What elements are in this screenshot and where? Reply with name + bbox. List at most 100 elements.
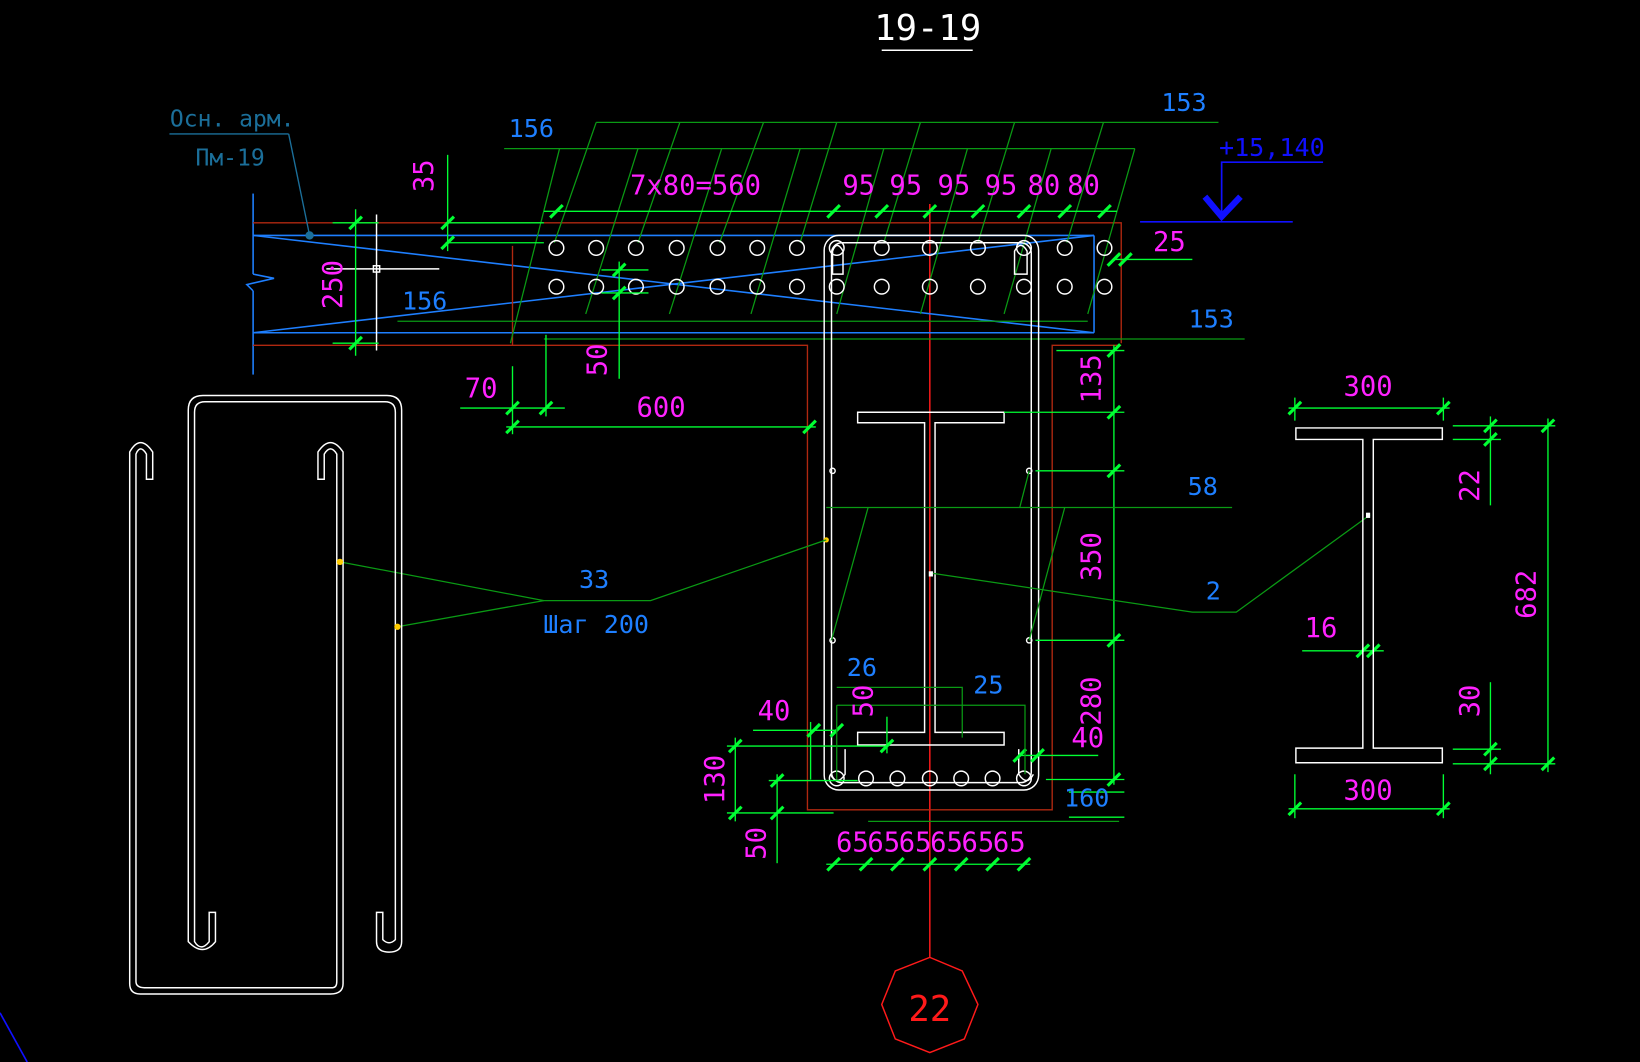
callout-25: 25	[973, 671, 1003, 700]
dimension-tick	[1106, 252, 1122, 267]
ibeam-dim-682: 682	[1511, 570, 1542, 619]
leader-slant	[1066, 122, 1105, 243]
leader-25	[836, 704, 1026, 775]
dimension-tick	[858, 856, 874, 872]
section-title: 19-19	[874, 8, 981, 51]
leader-slant	[585, 148, 639, 315]
dimension-tick	[970, 203, 986, 219]
rebar-bars	[548, 239, 1113, 295]
grid-axis: 22	[880, 204, 979, 1054]
dimension-tick	[1483, 741, 1498, 757]
dim-text-70: 70	[465, 374, 498, 405]
dimension-tick	[1057, 203, 1073, 219]
callout-2: 2	[1206, 577, 1221, 606]
rebar-bottom	[1015, 278, 1033, 295]
grip-point	[336, 558, 344, 566]
dimension-tick	[1435, 801, 1451, 817]
rebar-top	[969, 239, 986, 257]
dim-text-top-spacing: 95	[985, 171, 1018, 202]
dim-text-130: 130	[700, 755, 731, 804]
callout-step: Шаг 200	[543, 610, 649, 639]
elevation-leader	[1220, 161, 1324, 217]
dimension-tick	[1030, 748, 1045, 763]
dimension-tick	[922, 203, 938, 219]
grip-point	[823, 537, 829, 543]
dimension-tick	[802, 419, 817, 435]
slab	[245, 193, 1095, 375]
dim-text-600: 600	[636, 392, 685, 423]
tie-point	[829, 467, 836, 475]
dim-text-bottom-spacing: 65	[836, 828, 869, 859]
elevation-mark[interactable]: +15,140	[1140, 133, 1325, 223]
ibeam-detail[interactable]	[1295, 427, 1444, 764]
dim-text-top-spacing: 80	[1067, 171, 1100, 202]
rebar-column-bottom	[953, 770, 970, 787]
dimension-tick	[727, 738, 743, 754]
main-rebar-callout[interactable]: Осн. арм. Пм-19	[169, 107, 314, 240]
dimension-tick	[1483, 756, 1498, 772]
dim-text-top-spacing: 95	[889, 171, 922, 202]
rebar-column-bottom	[984, 770, 1001, 787]
break-line-symbol	[245, 273, 275, 292]
leader-slant	[719, 122, 765, 243]
elevation-value: +15,140	[1219, 133, 1325, 162]
rebar-bottom	[788, 278, 806, 295]
ibeam-dim-300-top: 300	[1344, 371, 1393, 402]
stirrup-detail[interactable]	[128, 394, 403, 995]
callout-160: 160	[1064, 784, 1109, 813]
tie-point	[1025, 467, 1033, 475]
ibeam-outline	[856, 411, 1005, 746]
concrete-outline	[253, 222, 1122, 811]
axis-bubble[interactable]	[880, 956, 979, 1054]
dim-text-25: 25	[1153, 227, 1186, 258]
rebar-bottom	[548, 278, 565, 295]
ibeam-grip	[1365, 512, 1371, 518]
leader-slant	[919, 148, 969, 315]
callout-153-top: 153	[1161, 88, 1206, 117]
main-rebar-label-1: Осн. арм.	[170, 107, 295, 133]
column-stirrup[interactable]	[823, 234, 1040, 791]
rebar-bottom	[1096, 278, 1113, 295]
dimension-tick	[890, 856, 905, 872]
dimension-ticks	[348, 203, 1556, 872]
ibeam-dim-22: 22	[1455, 469, 1486, 502]
outline-column	[253, 344, 1122, 811]
embedded-ibeam[interactable]	[856, 411, 1005, 746]
leader-slant	[553, 122, 597, 243]
cursor-box	[372, 265, 381, 273]
dim-text-bottom-spacing: 65	[930, 828, 963, 859]
dimension-texts: 7x80=560 95 95 95 95 80 80 25 70 600 35 …	[318, 159, 1542, 859]
dimension-tick	[879, 738, 895, 754]
dimension-tick	[1540, 418, 1556, 434]
dimension-tick	[611, 262, 627, 278]
dimension-tick	[922, 856, 938, 872]
dim-text-top-spacing: 95	[842, 171, 875, 202]
grip-point	[394, 623, 401, 630]
leader-slant	[883, 122, 922, 243]
stirrup-hook-top-right	[1013, 244, 1028, 275]
dimension-tick	[953, 856, 969, 872]
stirrup-u-shape	[187, 394, 403, 953]
dimension-tick	[1106, 632, 1122, 648]
dim-text-50-inner: 50	[848, 685, 879, 718]
leader-58-c	[1019, 470, 1030, 508]
leader-slant	[1087, 148, 1136, 315]
ibeam-dim-300-bottom: 300	[1344, 775, 1393, 806]
rebar-column-bottom	[921, 770, 938, 787]
dimension-tick	[727, 805, 743, 821]
dim-text-top-spacing: 95	[938, 171, 971, 202]
cursor-crosshair	[326, 214, 440, 351]
dim-text-50: 50	[583, 344, 614, 377]
dimension-tick	[1016, 856, 1032, 872]
dim-text-350: 350	[1076, 532, 1107, 581]
dim-text-280: 280	[1076, 676, 1107, 725]
rebar-top	[873, 239, 890, 257]
ibeam-grip	[928, 571, 933, 577]
dim-text-bottom-spacing: 65	[867, 828, 900, 859]
rebar-top	[1056, 239, 1073, 257]
leader-slant	[977, 122, 1016, 243]
dimension-tick	[611, 285, 627, 301]
rebar-top	[749, 239, 766, 257]
callout-156-bottom: 156	[402, 287, 447, 316]
